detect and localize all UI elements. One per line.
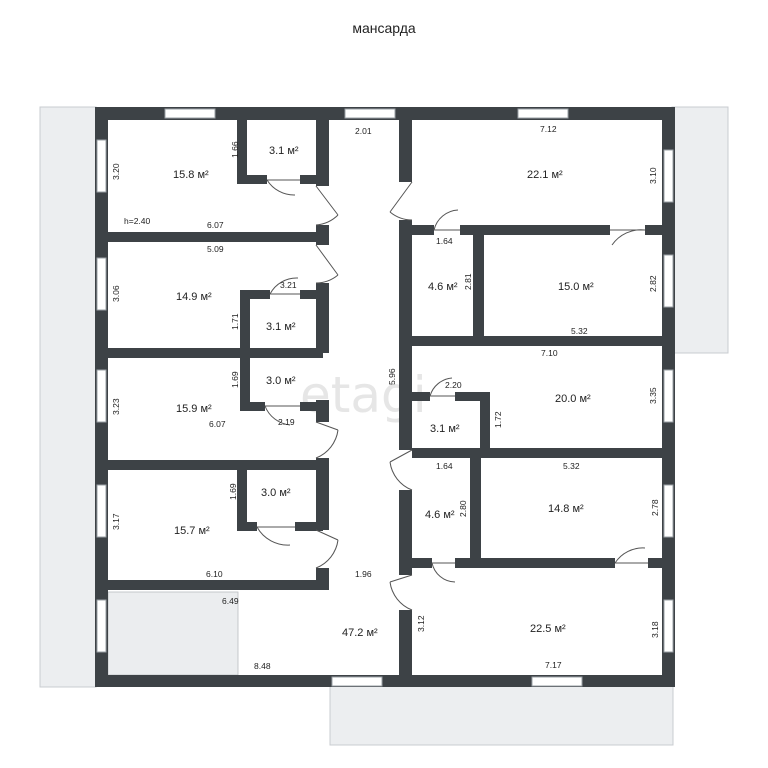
- dimension-label: 3.06: [111, 285, 121, 302]
- stair-area: [107, 591, 239, 676]
- room-area-label: 3.1 м²: [266, 321, 296, 333]
- windows: [96, 108, 674, 687]
- dimension-label: 6.49: [222, 596, 239, 606]
- dimension-label: 6.07: [209, 419, 226, 429]
- balcony-right: [671, 106, 729, 354]
- dimension-label: 3.18: [650, 621, 660, 638]
- dimension-label: 1.96: [355, 569, 372, 579]
- room-area-label: 3.0 м²: [266, 375, 296, 387]
- plan-title: мансарда: [352, 20, 416, 36]
- dimension-label: 7.17: [545, 660, 562, 670]
- dimension-label: 7.12: [540, 124, 557, 134]
- dimension-label: 6.07: [207, 220, 224, 230]
- dimension-label: 5.09: [207, 244, 224, 254]
- room-area-label: 22.5 м²: [530, 623, 566, 635]
- dimension-label: 5.32: [563, 461, 580, 471]
- dimension-label: 3.35: [648, 387, 658, 404]
- doors: [256, 179, 648, 611]
- dimension-label: 2.80: [458, 500, 468, 517]
- dimension-label: 3.20: [111, 163, 121, 180]
- room-area-label: 15.7 м²: [174, 525, 210, 537]
- dimension-label: 1.69: [228, 483, 238, 500]
- room-area-label: 15.8 м²: [173, 169, 209, 181]
- dimension-label: 3.23: [111, 398, 121, 415]
- dimension-label: 1.71: [230, 313, 240, 330]
- dimension-label: 2.78: [650, 499, 660, 516]
- dimension-label: 2.01: [355, 126, 372, 136]
- room-area-label: 3.1 м²: [269, 145, 299, 157]
- dimension-label: 5.32: [571, 326, 588, 336]
- dimension-label: 5.96: [387, 368, 397, 385]
- balcony-bottom: [329, 682, 674, 746]
- dimension-label: 1.64: [436, 461, 453, 471]
- room-area-label: 14.8 м²: [548, 503, 584, 515]
- room-area-label: 14.9 м²: [176, 291, 212, 303]
- dimension-labels: 3.20 1.66 2.01 7.12 3.10 h=2.40 6.07 5.0…: [111, 124, 660, 671]
- room-area-label: 4.6 м²: [428, 281, 458, 293]
- balcony-left: [39, 106, 97, 688]
- dimension-label: 1.72: [493, 411, 503, 428]
- dimension-label: 1.69: [230, 371, 240, 388]
- dimension-label: 3.10: [648, 167, 658, 184]
- room-area-label: 4.6 м²: [425, 509, 455, 521]
- dimension-label: 3.12: [416, 615, 426, 632]
- dimension-label: 3.21: [280, 280, 297, 290]
- dimension-label: 2.81: [463, 273, 473, 290]
- room-area-label: 3.1 м²: [430, 423, 460, 435]
- room-labels: 15.8 м² 3.1 м² 22.1 м² 14.9 м² 3.1 м² 4.…: [173, 145, 594, 639]
- dimension-label: 6.10: [206, 569, 223, 579]
- dimension-label: 2.19: [278, 417, 295, 427]
- dimension-label: h=2.40: [124, 216, 151, 226]
- dimension-label: 3.17: [111, 513, 121, 530]
- dimension-label: 8.48: [254, 661, 271, 671]
- dimension-label: 1.64: [436, 236, 453, 246]
- room-area-label: 15.9 м²: [176, 403, 212, 415]
- dimension-label: 1.66: [230, 141, 240, 158]
- dimension-label: 2.20: [445, 380, 462, 390]
- room-area-label: 20.0 м²: [555, 393, 591, 405]
- room-area-label: 22.1 м²: [527, 169, 563, 181]
- room-area-label: 3.0 м²: [261, 487, 291, 499]
- dimension-label: 2.82: [648, 275, 658, 292]
- dimension-label: 7.10: [541, 348, 558, 358]
- room-area-label: 47.2 м²: [342, 627, 378, 639]
- room-area-label: 15.0 м²: [558, 281, 594, 293]
